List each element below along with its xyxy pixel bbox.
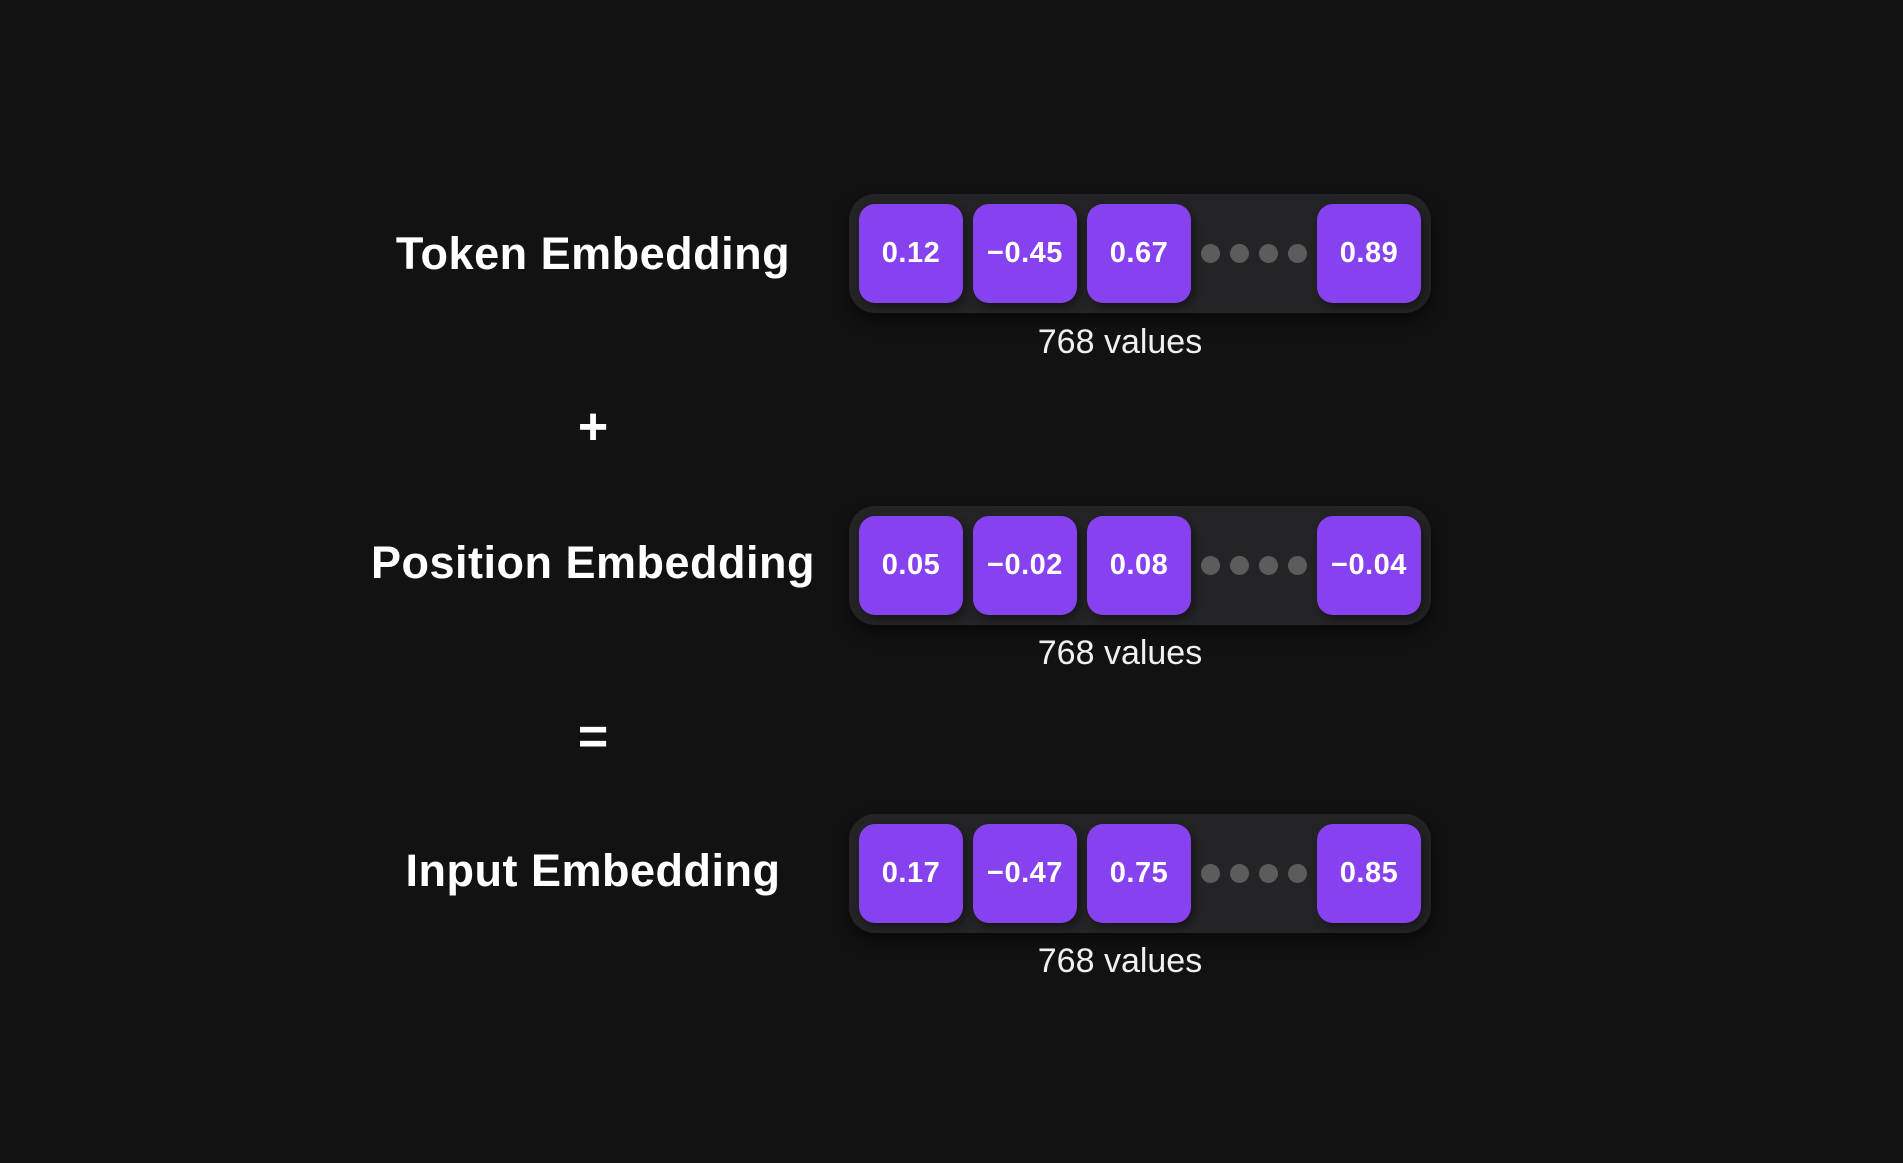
plus-operator: +	[577, 398, 609, 456]
vector-cell: 0.85	[1317, 824, 1421, 923]
input-embedding-vector: 0.17 −0.47 0.75 0.85	[849, 814, 1431, 933]
vector-cell: −0.04	[1317, 516, 1421, 615]
position-embedding-label: Position Embedding	[371, 537, 815, 588]
vector-cell: 0.05	[859, 516, 963, 615]
vector-cell: 0.12	[859, 204, 963, 303]
ellipsis-dot	[1259, 864, 1278, 883]
vector-cell: 0.08	[1087, 516, 1191, 615]
input-embedding-label: Input Embedding	[405, 845, 781, 896]
vector-cell: 0.17	[859, 824, 963, 923]
vector-cell: −0.02	[973, 516, 1077, 615]
ellipsis-dot	[1230, 556, 1249, 575]
vector-size-caption: 768 values	[1037, 323, 1203, 361]
vector-size-caption: 768 values	[1037, 634, 1203, 672]
ellipsis-dot	[1259, 244, 1278, 263]
vector-cell: 0.89	[1317, 204, 1421, 303]
token-embedding-vector: 0.12 −0.45 0.67 0.89	[849, 194, 1431, 313]
ellipsis-dot	[1259, 556, 1278, 575]
position-embedding-vector: 0.05 −0.02 0.08 −0.04	[849, 506, 1431, 625]
ellipsis-dot	[1288, 556, 1307, 575]
ellipsis-dot	[1230, 244, 1249, 263]
ellipsis-dots	[1201, 556, 1307, 575]
ellipsis-dot	[1201, 244, 1220, 263]
equals-operator: =	[577, 708, 609, 766]
ellipsis-dot	[1201, 864, 1220, 883]
vector-cell: −0.45	[973, 204, 1077, 303]
vector-cell: 0.67	[1087, 204, 1191, 303]
vector-size-caption: 768 values	[1037, 942, 1203, 980]
ellipsis-dots	[1201, 244, 1307, 263]
ellipsis-dots	[1201, 864, 1307, 883]
token-embedding-label: Token Embedding	[395, 228, 791, 279]
ellipsis-dot	[1288, 864, 1307, 883]
vector-cell: −0.47	[973, 824, 1077, 923]
ellipsis-dot	[1288, 244, 1307, 263]
ellipsis-dot	[1201, 556, 1220, 575]
ellipsis-dot	[1230, 864, 1249, 883]
vector-cell: 0.75	[1087, 824, 1191, 923]
